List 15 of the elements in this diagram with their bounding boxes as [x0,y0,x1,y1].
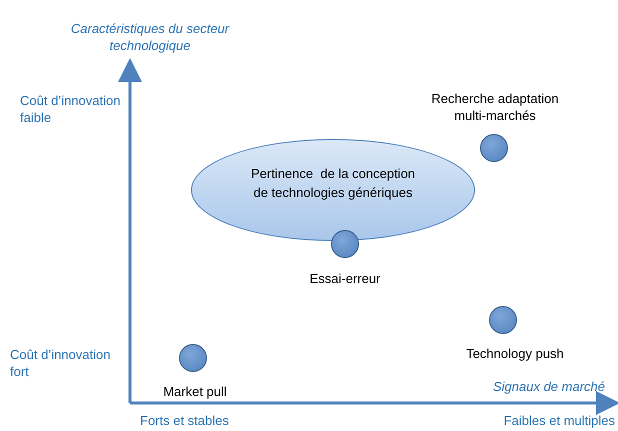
axis-title: Signaux de marché [492,378,605,395]
axis-tick-label: Forts et stables [140,412,230,429]
data-point-circle [331,230,359,258]
data-point-circle [489,306,517,334]
point-label: Recherche adaptation multi-marchés [430,90,560,124]
region-label: Pertinence de la conception de technologies génériques [250,165,416,202]
point-label: Technology push [465,345,565,362]
point-label: Essai-erreur [308,270,382,287]
axis-title: Caractéristiques du secteur technologique [70,20,230,54]
point-label: Market pull [162,383,228,400]
axis-tick-label: Faibles et multiples [502,412,615,429]
axis-tick-label: Coût d’innovation faible [20,92,122,126]
data-point-circle [179,344,207,372]
data-point-circle [480,134,508,162]
axis-tick-label: Coût d’innovation fort [10,346,112,380]
